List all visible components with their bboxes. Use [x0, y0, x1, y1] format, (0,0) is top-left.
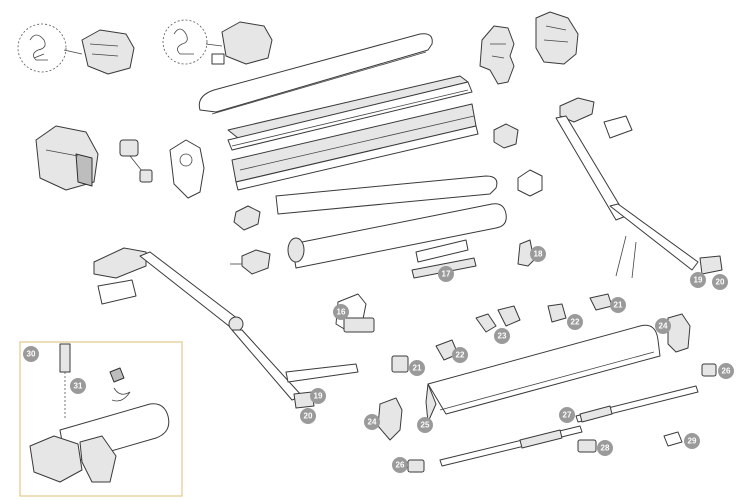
- small-fittings: [407, 363, 717, 473]
- svg-text:20: 20: [716, 278, 725, 287]
- detail-callout-left: [17, 23, 135, 75]
- right-arm-assembly: [555, 97, 723, 279]
- svg-text:24: 24: [659, 322, 668, 331]
- callout-20-right: 20: [712, 274, 728, 290]
- right-gear-plug: [493, 123, 543, 197]
- middle-rail-profile: [227, 75, 473, 151]
- svg-text:19: 19: [314, 392, 323, 401]
- left-end-housing: [35, 125, 99, 191]
- callout-21-left: 21: [409, 360, 425, 376]
- callout-30: 30: [23, 346, 39, 362]
- svg-text:20: 20: [304, 412, 313, 421]
- hook-bracket: [517, 239, 535, 267]
- callout-22-right: 22: [567, 314, 583, 330]
- front-lip-profile: [275, 175, 498, 215]
- top-cover-profile: [198, 33, 433, 115]
- left-arm-assembly: [93, 247, 359, 409]
- svg-text:22: 22: [456, 351, 465, 360]
- svg-text:26: 26: [396, 461, 405, 470]
- left-clip-pair: [230, 205, 271, 275]
- callout-19-right: 19: [690, 272, 706, 288]
- callout-23: 23: [494, 328, 510, 344]
- callout-21-right: 21: [610, 297, 626, 313]
- svg-text:25: 25: [421, 421, 430, 430]
- telescopic-bar-lower: [439, 425, 583, 467]
- callout-27: 27: [559, 407, 575, 423]
- svg-text:18: 18: [534, 250, 543, 259]
- callout-16: 16: [333, 304, 349, 320]
- callout-22-left: 22: [452, 347, 468, 363]
- left-drive-spindle: [119, 139, 153, 183]
- front-bar-profile: [425, 324, 661, 423]
- svg-text:29: 29: [688, 437, 697, 446]
- callout-29: 29: [684, 433, 700, 449]
- front-end-cap-left: [377, 397, 403, 441]
- slider-bracket: [335, 293, 375, 333]
- svg-text:30: 30: [27, 350, 36, 359]
- callout-18: 18: [530, 246, 546, 262]
- callout-17: 17: [438, 266, 454, 282]
- callout-26-left: 26: [392, 457, 408, 473]
- svg-text:27: 27: [563, 411, 572, 420]
- callout-31: 31: [70, 378, 86, 394]
- callout-26-right: 26: [718, 363, 734, 379]
- svg-text:24: 24: [368, 418, 377, 427]
- callout-24-left: 24: [364, 414, 380, 430]
- front-end-cap-right: [667, 313, 691, 353]
- end-cap-bracket-top: [479, 25, 515, 85]
- callout-19-left: 19: [310, 388, 326, 404]
- svg-text:21: 21: [413, 364, 422, 373]
- svg-text:28: 28: [601, 444, 610, 453]
- detail-callout-right: [162, 19, 273, 65]
- callout-28: 28: [597, 440, 613, 456]
- lower-rail-profile: [231, 103, 479, 191]
- svg-text:21: 21: [614, 301, 623, 310]
- callout-24-right: 24: [655, 318, 671, 334]
- svg-text:16: 16: [337, 308, 346, 317]
- telescopic-bar-upper: [575, 385, 699, 423]
- svg-text:26: 26: [722, 367, 731, 376]
- motor-inset-panel: [19, 341, 183, 497]
- end-cap-cover-top: [535, 11, 579, 65]
- left-end-bracket: [169, 139, 205, 199]
- callout-25: 25: [417, 417, 433, 433]
- svg-text:19: 19: [694, 276, 703, 285]
- svg-text:23: 23: [498, 332, 507, 341]
- svg-text:17: 17: [442, 270, 451, 279]
- roller-tube: [287, 203, 507, 269]
- svg-text:31: 31: [74, 382, 83, 391]
- callout-20-left: 20: [300, 408, 316, 424]
- svg-text:22: 22: [571, 318, 580, 327]
